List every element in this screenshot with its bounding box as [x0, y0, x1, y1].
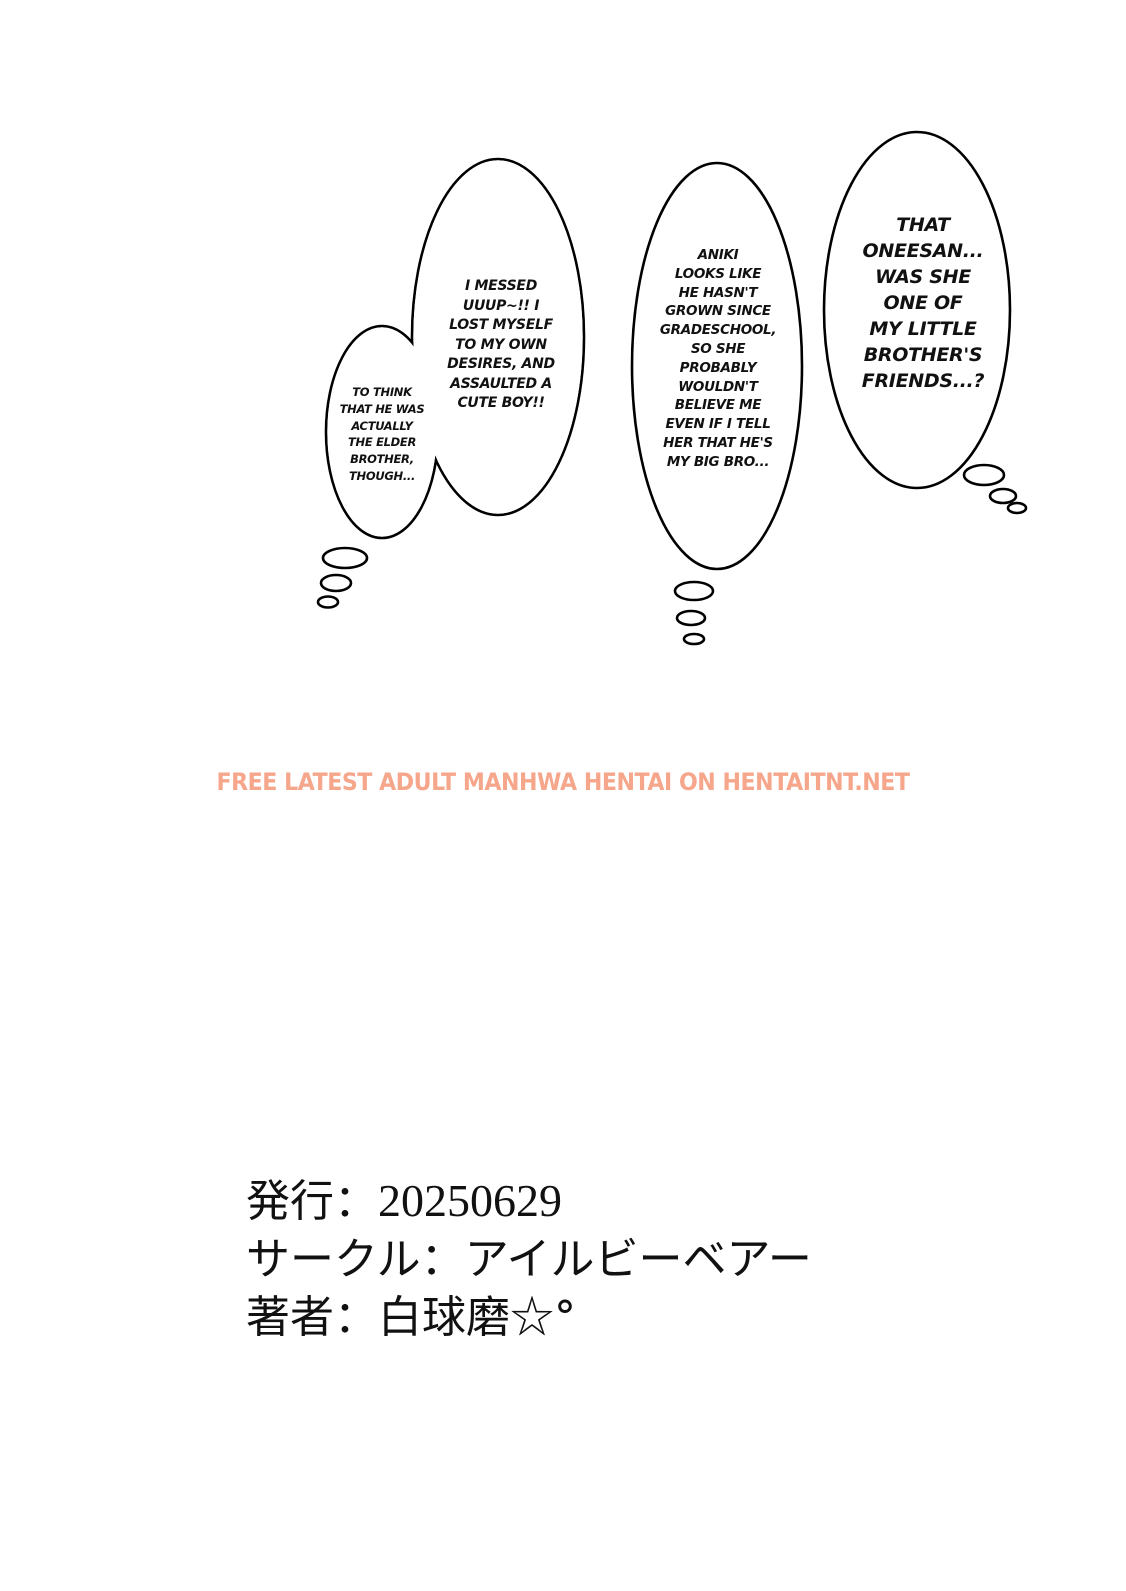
- thought-bubbles-artwork: [316, 130, 1028, 646]
- thought-tail-dot: [988, 487, 1018, 505]
- thought-bubble-right: [822, 130, 1012, 490]
- thought-tail-dot: [682, 632, 706, 646]
- thought-text-aniki: Aniki looks like he hasn't grown since g…: [659, 247, 777, 470]
- circle-name: アイルビーベアー: [464, 1234, 812, 1285]
- thought-text-messed-up: I messed uuup~!! I lost myself to my own…: [447, 278, 555, 411]
- thought-tail-dot: [319, 573, 353, 593]
- issue-date: 20250629: [378, 1175, 562, 1226]
- circle-label: サークル：: [246, 1234, 465, 1285]
- thought-tail-dot: [316, 595, 340, 609]
- thought-text-oneesan: That oneesan... was she one of my little…: [861, 214, 985, 392]
- issue-label: 発行：: [246, 1176, 378, 1227]
- colophon-issue-row: 発行：20250629: [246, 1172, 812, 1231]
- colophon: 発行：20250629 サークル：アイルビーベアー 著者：白球磨☆°: [246, 1172, 812, 1347]
- author-label: 著者：: [246, 1292, 378, 1343]
- thought-tail-dot: [675, 609, 707, 627]
- colophon-author-row: 著者：白球磨☆°: [246, 1289, 812, 1347]
- thought-tail-dot: [321, 546, 369, 570]
- watermark-text: FREE LATEST ADULT MANHWA HENTAI ON HENTA…: [216, 768, 910, 796]
- thought-text-elder-brother: To think that he was actually the elder …: [339, 385, 425, 483]
- double-thought-bubble: [324, 157, 586, 540]
- thought-tail-dot: [1006, 501, 1028, 515]
- colophon-circle-row: サークル：アイルビーベアー: [246, 1231, 812, 1289]
- thought-tail-dot: [962, 463, 1006, 487]
- thought-tail-dot: [673, 580, 715, 602]
- author-name: 白球磨☆°: [378, 1292, 576, 1343]
- thought-bubble-center: [630, 161, 804, 571]
